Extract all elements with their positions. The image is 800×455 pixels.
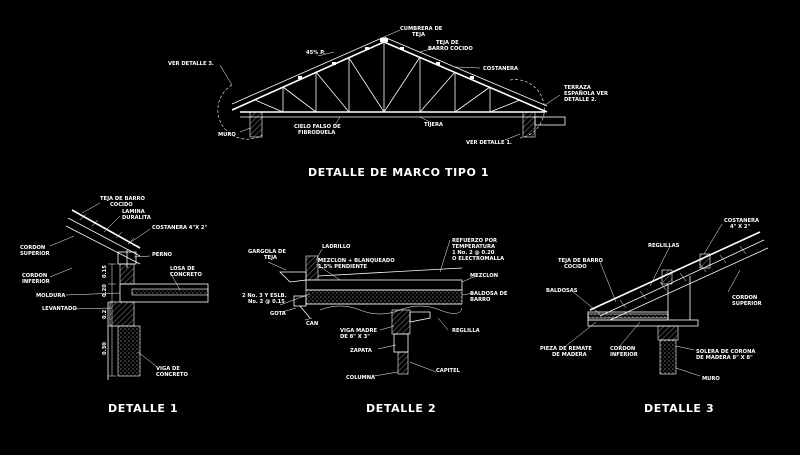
d2-label-refuerzo-2: TEMPERATURA [452, 244, 495, 250]
d2-label-refuerzo-4: O ELECTROMALLA [452, 256, 504, 262]
d1-dim-2: 0.20 [102, 284, 108, 297]
d3-label-solera-1: SOLERA DE CORONA [696, 349, 755, 355]
d2-label-zapata: ZAPATA [350, 348, 372, 354]
d2-label-baldosa-2: BARRO [470, 297, 491, 303]
label-costanera: COSTANERA [483, 66, 518, 72]
d1-dim-4: 0.30 [102, 342, 108, 355]
d2-label-columna: COLUMNA [346, 375, 375, 381]
d2-label-mezclon: MEZCLON [470, 273, 498, 279]
d3-label-pieza-2: DE MADERA [552, 352, 587, 358]
d3-label-cordon-inf-2: INFERIOR [610, 352, 638, 358]
d1-label-viga-1: VIGA DE [156, 366, 180, 372]
title-detalle-1: DETALLE 1 [108, 402, 178, 415]
truss-labels: CUMBRERA DE TEJA TEJA DE BARRO COCIDO CO… [168, 26, 608, 146]
d2-label-viga-1: VIGA MADRE [340, 328, 378, 334]
d1-label-cordon-inf-2: INFERIOR [22, 279, 50, 285]
d2-label-refuerzo-3: 1 No. 2 @ 0.20 [452, 250, 495, 256]
d3-label-cordon-sup-1: CORDON [732, 295, 757, 301]
d2-label-ladrillo: LADRILLO [322, 244, 351, 250]
d2-label-reglilla: REGLILLA [452, 328, 480, 334]
d3-label-solera-2: DE MADERA 8" X 8" [696, 355, 753, 361]
title-detalle-de-marco: DETALLE DE MARCO TIPO 1 [308, 166, 489, 179]
d2-label-mezclon-bl-2: 1.5% PENDIENTE [318, 264, 368, 270]
d3-label-costanera-1: COSTANERA [724, 218, 759, 224]
label-cumbrera-2: TEJA [412, 32, 425, 38]
title-detalle-2: DETALLE 2 [366, 402, 436, 415]
d2-label-gota: GOTA [270, 311, 286, 317]
truss-frame [217, 29, 566, 141]
d1-label-moldura: MOLDURA [36, 293, 65, 299]
d1-dim-1: 0.15 [102, 265, 108, 278]
d2-label-mezclon-bl-1: MEZCLON + BLANQUEADO [318, 258, 395, 264]
d1-label-lamina-2: DURALITA [122, 215, 151, 221]
d2-label-esl-1: 2 No. 3 Y ESLB. [242, 293, 287, 299]
d3-label-costanera-2: 4" X 2" [730, 224, 751, 230]
label-ver-detalle-1: VER DETALLE 1. [466, 140, 512, 146]
detalle-1-labels: TEJA DE BARRO COCIDO LAMINA DURALITA COS… [20, 196, 208, 378]
d1-label-viga-2: CONCRETO [156, 372, 188, 378]
d3-label-teja-1: TEJA DE BARRO [558, 258, 603, 264]
d1-label-losa-2: CONCRETO [170, 272, 202, 278]
d1-label-cordon-sup-1: CORDON [20, 245, 45, 251]
d3-label-cordon-sup-2: SUPERIOR [732, 301, 762, 307]
detalle-1-drawing [49, 202, 209, 380]
label-tijera: TIJERA [424, 122, 443, 128]
label-teja-2: BARRO COCIDO [428, 46, 473, 52]
d1-label-teja-2: COCIDO [110, 202, 133, 208]
d1-label-costanera: COSTANERA 4"X 2" [152, 225, 208, 231]
label-cumbrera-1: CUMBRERA DE [400, 26, 443, 32]
d2-label-capitel: CAPITEL [436, 368, 461, 374]
label-terraza-3: DETALLE 2. [564, 97, 597, 103]
d3-label-cordon-inf-1: CORDON [610, 346, 635, 352]
d3-label-pieza-1: PIEZA DE REMATE [540, 346, 592, 352]
label-terraza-2: ESPAÑOLA VER [564, 90, 608, 97]
d1-label-teja-1: TEJA DE BARRO [100, 196, 145, 202]
d1-label-levantado: LEVANTADO [42, 306, 77, 312]
d2-label-gargola-1: GARGOLA DE [248, 249, 286, 255]
label-cielo-2: FIBRODUELA [298, 130, 335, 136]
d1-dim-3: 0.2 [102, 309, 108, 319]
detalle-3-drawing [565, 223, 769, 377]
detalle-2-labels: GARGOLA DE TEJA LADRILLO REFUERZO POR TE… [242, 238, 508, 381]
label-teja-1: TEJA DE [436, 40, 459, 46]
d3-label-baldosas: BALDOSAS [546, 288, 578, 294]
detalle-2-drawing [267, 239, 479, 377]
title-detalle-3: DETALLE 3 [644, 402, 714, 415]
d1-label-perno: PERNO [152, 252, 173, 258]
d2-label-esl-2: No. 2 @ 0.15 [248, 299, 285, 305]
d1-label-cordon-inf-1: CORDON [22, 273, 47, 279]
d2-label-viga-2: DE 8" X 3" [340, 334, 370, 340]
d1-label-losa-1: LOSA DE [170, 266, 195, 272]
d2-label-refuerzo-1: REFUERZO POR [452, 238, 497, 244]
d3-label-reglillas: REGLILLAS [648, 243, 680, 249]
d1-label-cordon-sup-2: SUPERIOR [20, 251, 50, 257]
d3-label-teja-2: COCIDO [564, 264, 587, 270]
label-pendiente: 45% P. [306, 50, 325, 56]
d2-label-baldosa-1: BALDOSA DE [470, 291, 508, 297]
label-ver-detalle-3: VER DETALLE 3. [168, 61, 214, 67]
label-terraza-1: TERRAZA [564, 85, 591, 91]
d1-label-lamina-1: LAMINA [122, 209, 145, 215]
detalle-3-labels: COSTANERA 4" X 2" REGLILLAS TEJA DE BARR… [540, 218, 762, 382]
label-muro: MURO [218, 132, 236, 138]
d3-label-muro: MURO [702, 376, 720, 382]
d2-label-can: CAN [306, 321, 318, 327]
label-cielo-1: CIELO FALSO DE [294, 124, 341, 130]
d2-label-gargola-2: TEJA [264, 255, 277, 261]
